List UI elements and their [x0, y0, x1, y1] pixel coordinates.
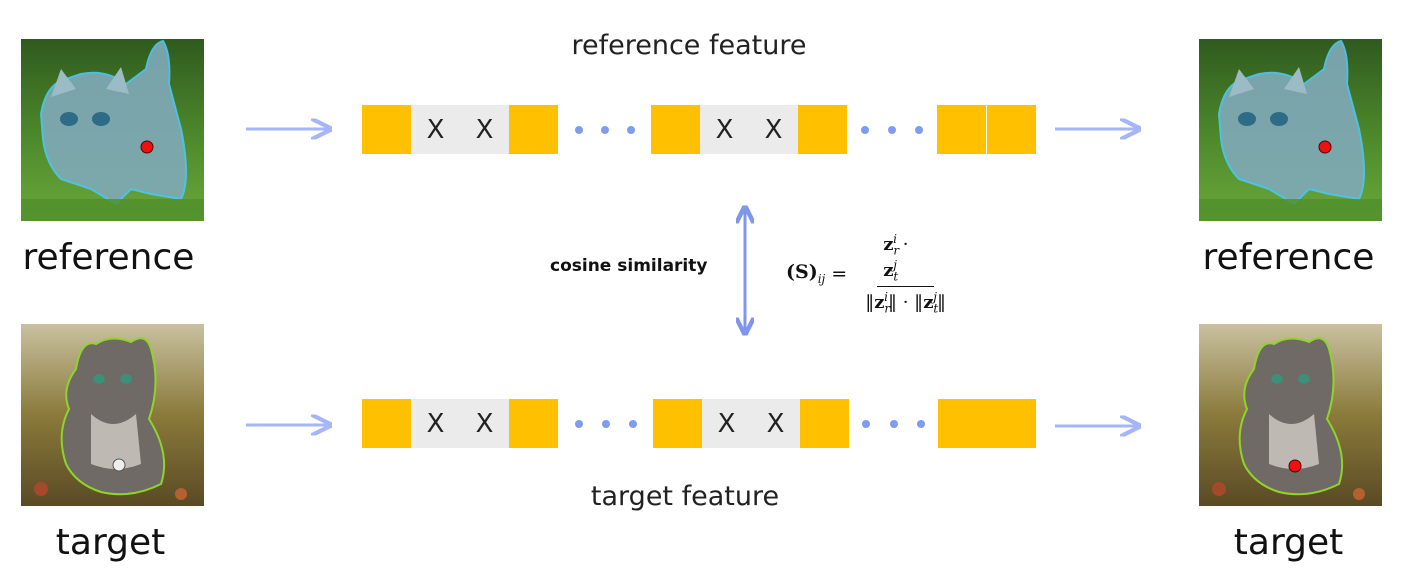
- feature-cell: [653, 399, 702, 448]
- reference-caption-left: reference: [22, 237, 195, 278]
- feature-cell: [509, 399, 558, 448]
- feature-cell: [800, 399, 849, 448]
- target-caption-right: target: [1233, 522, 1344, 563]
- masked-cell-label: X: [717, 408, 736, 439]
- reference-feature-title: reference feature: [571, 30, 807, 61]
- formula-fraction: zri · ztj ‖zri‖ · ‖ztj‖: [859, 232, 952, 316]
- feature-cell: [509, 105, 558, 154]
- masked-cell: X: [411, 399, 460, 448]
- ellipsis-dot: [575, 420, 583, 428]
- ellipsis-dot: [862, 420, 870, 428]
- masked-cell-label: X: [426, 114, 445, 145]
- ellipsis-dot: [601, 126, 609, 134]
- ellipsis-dot: [861, 126, 869, 134]
- reference-image-left: [21, 39, 204, 221]
- masked-cell-label: X: [766, 408, 785, 439]
- reference-feature-strip: X X X X: [0, 105, 1404, 154]
- formula-lhs: (S)ij: [786, 261, 826, 287]
- ellipsis-dot: [575, 126, 583, 134]
- ellipsis-dot: [629, 420, 637, 428]
- target-image-right: [1199, 324, 1382, 506]
- feature-cell: [651, 105, 700, 154]
- feature-cell: [798, 105, 847, 154]
- feature-cell: [937, 105, 986, 154]
- feature-cell: [938, 399, 987, 448]
- target-image-left: [21, 324, 204, 506]
- masked-cell: X: [702, 399, 751, 448]
- masked-cell: X: [460, 105, 509, 154]
- masked-cell: X: [700, 105, 749, 154]
- ellipsis-dot: [890, 420, 898, 428]
- masked-cell-label: X: [426, 408, 445, 439]
- feature-cell: [987, 105, 1036, 154]
- masked-cell: X: [460, 399, 509, 448]
- masked-cell: X: [411, 105, 460, 154]
- masked-cell: X: [749, 105, 798, 154]
- ellipsis-dot: [917, 420, 925, 428]
- feature-cell: [362, 105, 411, 154]
- masked-cell-label: X: [475, 408, 494, 439]
- similarity-formula: (S)ij = zri · ztj ‖zri‖ · ‖ztj‖: [786, 232, 952, 316]
- formula-denominator: ‖zri‖ · ‖ztj‖: [865, 290, 946, 316]
- target-feature-title: target feature: [590, 481, 780, 512]
- ellipsis-dot: [602, 420, 610, 428]
- reference-caption-right: reference: [1202, 237, 1375, 278]
- masked-cell: X: [751, 399, 800, 448]
- target-feature-strip: X X X X: [0, 399, 1404, 448]
- feature-cell: [362, 399, 411, 448]
- ellipsis-dot: [627, 126, 635, 134]
- formula-equals: =: [831, 262, 848, 285]
- feature-cell: [987, 399, 1036, 448]
- masked-cell-label: X: [715, 114, 734, 145]
- ellipsis-dot: [915, 126, 923, 134]
- ellipsis-dot: [888, 126, 896, 134]
- cosine-similarity-label: cosine similarity: [550, 256, 708, 276]
- reference-image-right: [1199, 39, 1382, 221]
- masked-cell-label: X: [764, 114, 783, 145]
- formula-numerator: zri · ztj: [877, 232, 934, 288]
- target-caption-left: target: [55, 522, 166, 563]
- masked-cell-label: X: [475, 114, 494, 145]
